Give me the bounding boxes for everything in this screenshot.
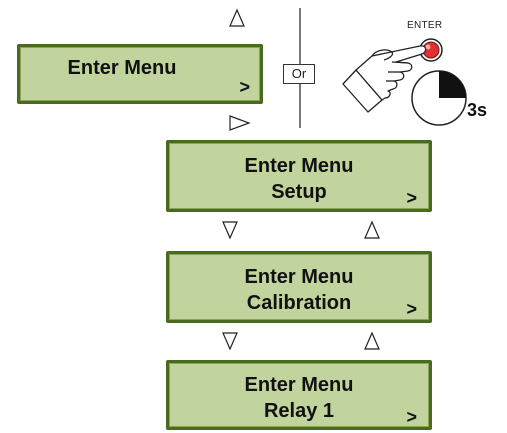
chevron-right-icon: >: [406, 407, 417, 427]
menu-screen-line2: Setup: [271, 181, 327, 203]
chevron-right-icon: >: [406, 188, 417, 208]
menu-screen-line2: Relay 1: [263, 400, 335, 422]
menu-screen-line1: Enter Menu: [244, 374, 354, 396]
down-arrow-icon: [222, 221, 238, 240]
menu-screen-line1: Enter Menu: [244, 266, 354, 288]
or-label: Or: [283, 64, 315, 84]
menu-screen-line2: Calibration: [246, 292, 352, 314]
hand-press-icon: [342, 45, 427, 113]
enter-button-label: ENTER: [407, 20, 443, 31]
menu-screen-relay1: Enter Menu Relay 1 >: [166, 360, 432, 430]
hold-time-label: 3s: [467, 100, 488, 120]
right-arrow-icon: [229, 115, 251, 131]
menu-screen-calibration: Enter Menu Calibration >: [166, 251, 432, 323]
up-arrow-icon: [364, 331, 380, 350]
down-arrow-icon: [222, 332, 238, 351]
main-display-line1: Enter Menu: [67, 57, 177, 79]
main-display: Enter Menu >: [17, 44, 263, 104]
menu-screen-line1: Enter Menu: [244, 155, 354, 177]
menu-screen-setup: Enter Menu Setup >: [166, 140, 432, 212]
up-arrow-icon: [364, 220, 380, 239]
up-arrow-icon: [229, 8, 245, 27]
timer-icon: [411, 70, 467, 126]
chevron-right-icon: >: [406, 299, 417, 319]
enter-button-icon[interactable]: [419, 38, 443, 62]
chevron-right-icon: >: [239, 77, 250, 97]
